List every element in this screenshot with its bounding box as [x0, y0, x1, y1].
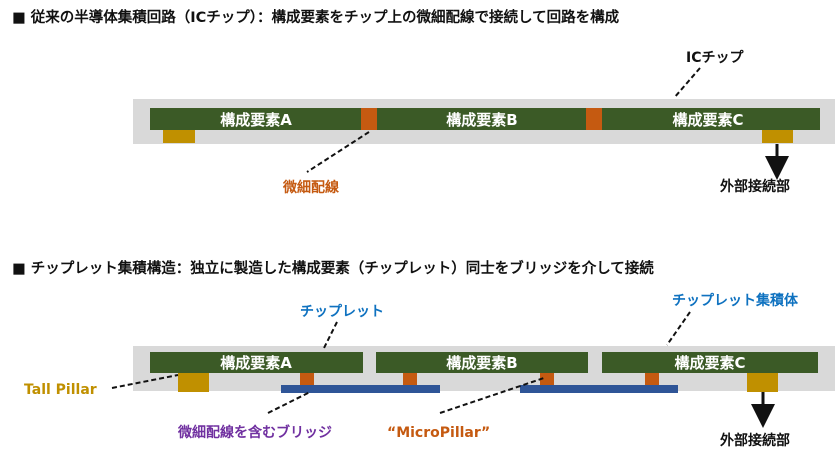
external-label-2: 外部接続部: [720, 432, 790, 449]
micropillar-3: [540, 373, 554, 385]
assembly-label: チップレット集積体: [672, 292, 799, 309]
section2-title: ■ チップレット集積構造：独立に製造した構成要素（チップレット）同士をブリッジを…: [12, 259, 654, 277]
external-label-1: 外部接続部: [720, 178, 790, 195]
micropillar-leader: [439, 377, 545, 414]
tall-pillar-label: Tall Pillar: [24, 382, 97, 398]
component-c: 構成要素C: [672, 111, 743, 129]
tall-pillar-leader: [111, 374, 179, 389]
wiring-label: 微細配線: [282, 179, 339, 196]
bridge-leader: [267, 391, 311, 414]
ic-chip-label: ICチップ: [686, 50, 744, 66]
micropillar-4: [645, 373, 659, 385]
micropillar-1: [300, 373, 314, 385]
chiplet-b-label: 構成要素B: [446, 354, 517, 372]
micropillar-2: [403, 373, 417, 385]
bridge-2: [520, 385, 678, 393]
fine-wiring-2: [586, 108, 602, 130]
chiplet-a: [150, 352, 363, 373]
chiplet-a-label: 構成要素A: [220, 354, 292, 372]
pad-right: [762, 130, 793, 143]
chiplet-c: [602, 352, 818, 373]
fine-wiring-1: [361, 108, 377, 130]
chiplet-label: チップレット: [300, 304, 384, 320]
chiplet-b: [376, 352, 588, 373]
wiring-leader: [306, 131, 370, 173]
component-a: 構成要素A: [220, 111, 292, 129]
assembly-leader: [666, 311, 691, 346]
chiplet-c-label: 構成要素C: [674, 354, 745, 372]
component-b: 構成要素B: [446, 111, 517, 129]
bridge-1: [281, 385, 440, 393]
micropillar-label: “MicroPillar”: [387, 425, 490, 441]
ic-chip-leader: [673, 67, 701, 99]
ic-component-strip: [150, 108, 820, 130]
chiplet-leader: [322, 321, 338, 351]
tall-pillar-right: [747, 373, 778, 392]
bridge-label: 微細配線を含むブリッジ: [177, 424, 332, 441]
tall-pillar-left: [178, 373, 209, 392]
section1-title: ■ 従来の半導体集積回路（ICチップ）：構成要素をチップ上の微細配線で接続して回…: [12, 8, 620, 26]
pad-left: [163, 130, 195, 143]
